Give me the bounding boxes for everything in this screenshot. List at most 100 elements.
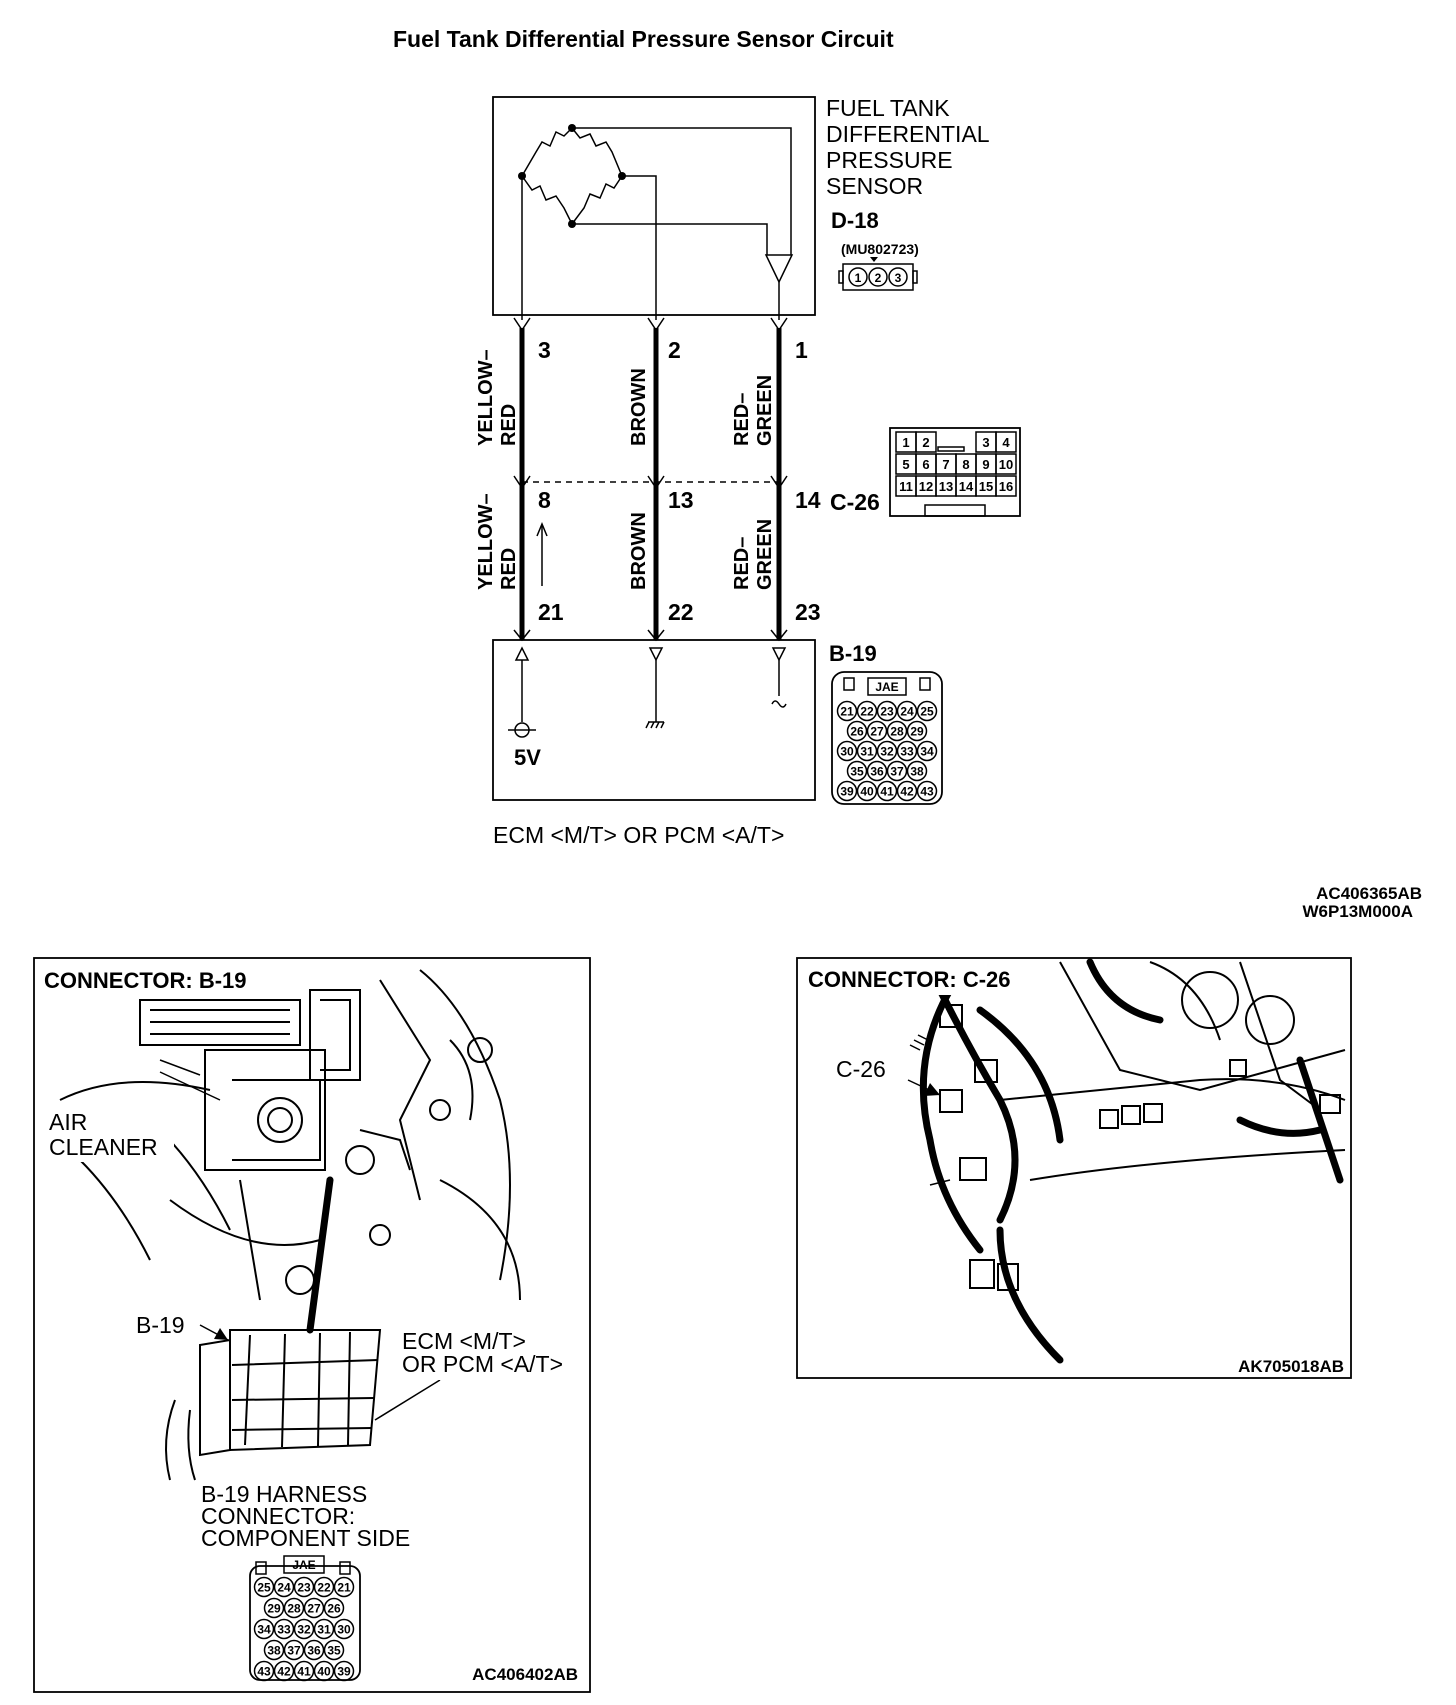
pressure-sensor: FUEL TANK DIFFERENTIAL PRESSURE SENSOR D… [492, 95, 990, 320]
b19-harness-pin-circle [263, 1597, 285, 1619]
b19-harness-pin-number: 25 [257, 1581, 271, 1595]
b19-harness-pin-circle [283, 1597, 305, 1619]
b19-harness-pin-number: 43 [257, 1665, 271, 1679]
b19-harness-pin-number: 34 [257, 1623, 271, 1637]
sensor-connector-id: D-18 [831, 208, 879, 233]
wire-color-brown-lower: BROWN [628, 512, 650, 590]
ecm-unit: 5V ECM <M/T> OR PCM <A/T> B-19 [492, 639, 877, 848]
c26-pin-number: 15 [979, 479, 993, 494]
b19-pin-circle [906, 760, 928, 782]
sensor-pin-number-1: 1 [795, 337, 808, 363]
b19-harness-pin-circle [303, 1639, 325, 1661]
sensor-label-line-2: DIFFERENTIAL [826, 121, 990, 147]
b19-pin-number: 21 [840, 705, 854, 719]
wire-color-red-green-lower-2: GREEN [754, 519, 776, 590]
b19-harness-pin-circle [293, 1576, 315, 1598]
c26-pin-number: 13 [939, 479, 953, 494]
b19-harness-pin-number: 24 [277, 1581, 291, 1595]
ecm-voltage-label: 5V [514, 745, 541, 770]
b19-pin-number: 43 [920, 785, 934, 799]
c26-pin-number: 8 [962, 457, 969, 472]
b19-harness-tag: JAE [292, 1558, 315, 1572]
b19-harness-pin-number: 42 [277, 1665, 291, 1679]
b19-pin-circle [916, 780, 938, 802]
b19-harness-pin-circle [313, 1618, 335, 1640]
c26-pin-cell [995, 475, 1017, 497]
b19-pin-circle [896, 780, 918, 802]
b19-pin-circle [916, 740, 938, 762]
c26-pin-number: 10 [999, 457, 1013, 472]
b19-harness-pin-number: 36 [307, 1644, 321, 1658]
b19-pin-circle [846, 760, 868, 782]
b19-harness-pin-circle [333, 1660, 355, 1682]
c26-pin-cell [915, 431, 937, 453]
air-cleaner-label-2: CLEANER [49, 1134, 158, 1160]
c26-pin-number: 1 [902, 435, 909, 450]
b19-panel-code: AC406402AB [472, 1665, 578, 1684]
b19-harness-pin-number: 21 [337, 1581, 351, 1595]
b19-pin-number: 37 [890, 765, 904, 779]
b19-harness-label-1: B-19 HARNESS [201, 1481, 367, 1507]
ecm-box [492, 639, 816, 801]
ecm-pin-number-23: 23 [795, 599, 821, 625]
b19-harness-pin-number: 29 [267, 1602, 281, 1616]
c26-panel-code: AK705018AB [1238, 1357, 1344, 1376]
b19-pin-number: 36 [870, 765, 884, 779]
b19-pin-number: 27 [870, 725, 884, 739]
b19-harness-pin-number: 39 [337, 1665, 351, 1679]
joint-connector-id: C-26 [830, 489, 880, 515]
c26-pin-number: 2 [922, 435, 929, 450]
connector-b19-panel: CONNECTOR: B-19 AIR CLEANER B-19 ECM <M/… [33, 957, 591, 1693]
wire-color-brown-upper: BROWN [628, 368, 650, 446]
ecm-label: ECM <M/T> OR PCM <A/T> [493, 822, 784, 848]
b19-pointer-label: B-19 [136, 1312, 185, 1338]
b19-harness-pin-circle [273, 1618, 295, 1640]
b19-harness-pin-circle [273, 1576, 295, 1598]
b19-harness-pin-circle [303, 1597, 325, 1619]
wire-color-yellow-red-lower-2: RED [498, 548, 520, 590]
wire-color-red-green-upper-2: GREEN [754, 375, 776, 446]
b19-pin-circle [916, 700, 938, 722]
sensor-label-line-1: FUEL TANK [826, 95, 950, 121]
engine-bay-illustration [59, 969, 521, 1481]
c26-pin-cell [995, 431, 1017, 453]
c26-pin-number: 11 [899, 479, 913, 494]
c26-panel-heading: CONNECTOR: C-26 [808, 967, 1011, 992]
c26-pin-number: 4 [1002, 435, 1010, 450]
b19-pin-circle [856, 740, 878, 762]
b19-pin-circle [876, 700, 898, 722]
b19-pin-circle [856, 700, 878, 722]
b19-harness-pin-number: 31 [317, 1623, 331, 1637]
c26-pin-number: 5 [902, 457, 909, 472]
b19-pin-number: 34 [920, 745, 934, 759]
b19-harness-pin-number: 37 [287, 1644, 301, 1658]
b19-pin-circle [846, 720, 868, 742]
b19-harness-label-3: COMPONENT SIDE [201, 1525, 410, 1551]
b19-pin-number: 22 [860, 705, 874, 719]
b19-ecm-label-1: ECM <M/T> [402, 1328, 526, 1354]
b19-pin-circle [876, 780, 898, 802]
b19-pin-number: 35 [850, 765, 864, 779]
b19-harness-pin-circle [263, 1639, 285, 1661]
d18-pin-3: 3 [895, 271, 902, 285]
wire-color-yellow-red-upper-2: RED [498, 404, 520, 446]
b19-harness-pin-number: 23 [297, 1581, 311, 1595]
b19-pin-circle [886, 760, 908, 782]
connector-c26-panel: CONNECTOR: C-26 C-26 AK705018AB [796, 957, 1352, 1379]
b19-harness-pin-number: 32 [297, 1623, 311, 1637]
dashboard-harness-illustration [907, 958, 1346, 1364]
b19-ecm-label-2: OR PCM <A/T> [402, 1351, 563, 1377]
b19-pin-number: 24 [900, 705, 914, 719]
b19-pin-number: 42 [900, 785, 914, 799]
b19-harness-pin-number: 26 [327, 1602, 341, 1616]
d18-pin-1: 1 [855, 271, 862, 285]
b19-pin-number: 40 [860, 785, 874, 799]
joint-pin-number-13: 13 [668, 487, 694, 513]
b19-pin-number: 30 [840, 745, 854, 759]
b19-pin-circle [896, 740, 918, 762]
b19-pin-circle [906, 720, 928, 742]
ecm-pin-number-21: 21 [538, 599, 564, 625]
b19-harness-pin-number: 28 [287, 1602, 301, 1616]
